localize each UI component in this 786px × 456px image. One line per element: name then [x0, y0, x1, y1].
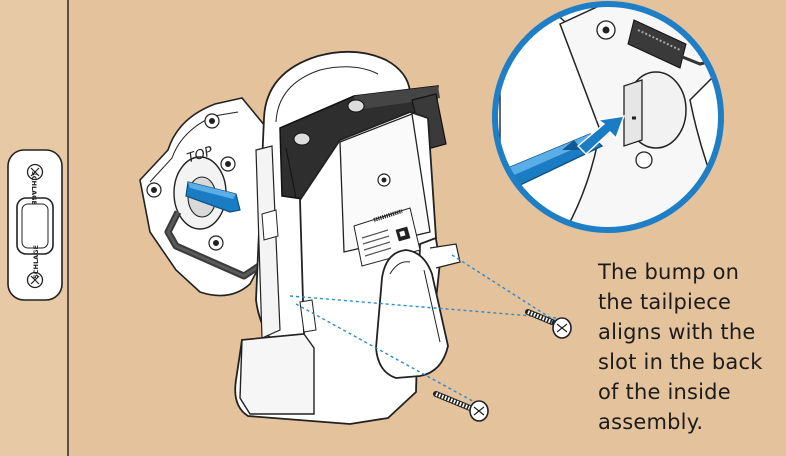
callout-magnifier	[492, 1, 724, 233]
thumbturn	[375, 243, 461, 379]
strike-brand-top: SCHLAGE	[30, 171, 38, 205]
caption-line: The bump on	[598, 260, 740, 284]
instruction-caption: The bump on the tailpiece aligns with th…	[598, 257, 784, 437]
inside-assembly-body	[234, 111, 461, 425]
strike-plate: SCHLAGE SCHLAGE	[7, 149, 63, 301]
screw-lower-icon	[433, 391, 489, 422]
caption-line: the tailpiece	[598, 290, 732, 314]
caption-line: slot in the back	[598, 350, 763, 374]
caption-line: assembly.	[598, 410, 704, 434]
screw-icon	[525, 309, 572, 339]
strike-brand-bottom: SCHLAGE	[32, 245, 40, 279]
tailpiece	[185, 181, 241, 213]
tailpiece-arrow-icon	[576, 115, 626, 155]
caption-line: aligns with the	[598, 320, 756, 344]
screw-guide-lines	[289, 254, 561, 405]
caption-line: of the inside	[598, 380, 731, 404]
